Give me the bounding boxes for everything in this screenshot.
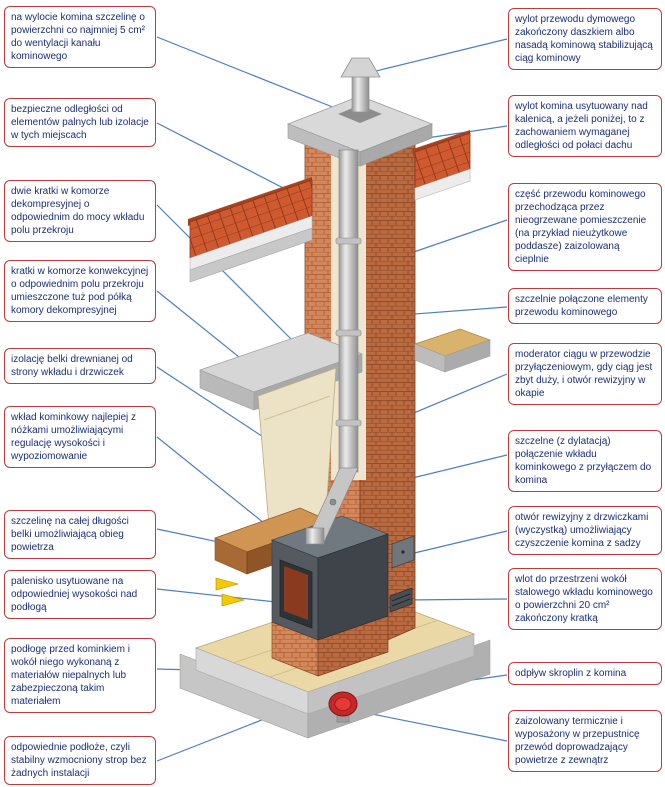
fireplace-insert (270, 515, 390, 641)
concrete-shelf-right (413, 328, 492, 373)
callout-convection-grilles: kratki w komorze konwekcyjnej o odpowied… (4, 260, 156, 322)
callout-external-air-duct: zaizolowany termicznie i wyposażony w pr… (508, 710, 662, 772)
callout-beam-insulation: izolację belki drewnianej od strony wkła… (4, 348, 156, 384)
callout-attic-insulation: część przewodu kominowego przechodząca p… (508, 183, 662, 271)
callout-decompression-grilles: dwie kratki w komorze dekompresyjnej o o… (4, 180, 156, 242)
flue-pipe (305, 149, 362, 545)
callout-chimney-vent-gap: na wylocie komina szczelinę o powierzchn… (4, 6, 156, 68)
flue-outlet-cap (340, 57, 381, 113)
roof-tiles (188, 130, 471, 283)
callout-chimney-above-ridge: wylot komina usytuowany nad kalenicą, a … (508, 95, 662, 157)
callout-noncombustible-floor: podłogę przed kominkiem i wokół niego wy… (4, 638, 156, 713)
callout-hearth-height: palenisko usytuowane na odpowiedniej wys… (4, 570, 156, 619)
callout-insert-with-feet: wkład kominkowy najlepiej z nóżkami umoż… (4, 406, 156, 468)
firebox-glow (284, 566, 308, 620)
cleanout-door (391, 535, 415, 569)
callout-air-inlet-grille: wlot do przestrzeni wokół stalowego wkła… (508, 568, 662, 630)
callout-safe-distances: bezpieczne odległości od elementów palny… (4, 98, 156, 147)
callout-condensate-drain: odpływ skroplin z komina (508, 662, 662, 685)
airflow-arrows (215, 577, 246, 607)
callout-sealed-flue-joints: szczelnie połączone elementy przewodu ko… (508, 288, 662, 324)
callout-cleanout-door: otwór rewizyjny z drzwiczkami (wyczystką… (508, 506, 662, 555)
callout-dilatation-joint: szczelne (z dylatacją) połączenie wkładu… (508, 430, 662, 492)
callout-beam-air-gap: szczelinę na całej długości belki umożli… (4, 510, 156, 559)
air-inlet-grille (389, 587, 413, 613)
chimney-cap (286, 95, 434, 167)
callout-reinforced-subfloor: odpowiednie podłoże, czyli stabilny wzmo… (4, 736, 156, 785)
callout-draft-moderator: moderator ciągu w przewodzie przyłączeni… (508, 343, 662, 405)
draft-moderator (329, 498, 337, 506)
air-damper (328, 691, 358, 723)
callout-flue-outlet-cap: wylot przewodu dymowego zakończony daszk… (508, 8, 662, 70)
